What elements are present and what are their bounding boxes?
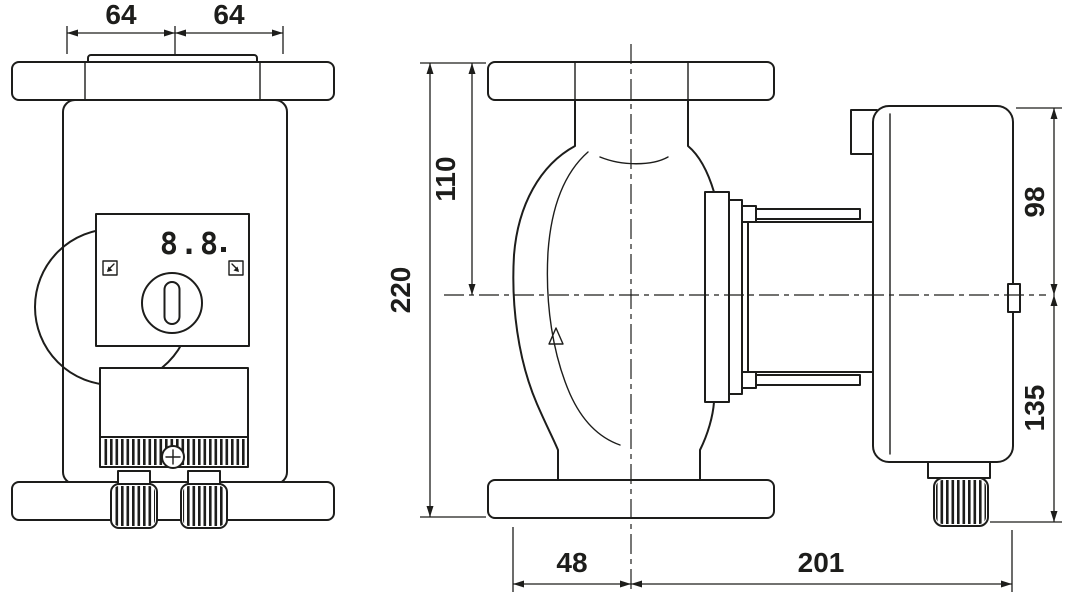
volute-right-outline bbox=[687, 99, 715, 481]
tie-bolt-head-top bbox=[741, 205, 757, 223]
cable-gland-left bbox=[110, 470, 158, 529]
tie-bolt-rod-bottom bbox=[755, 374, 861, 386]
motor-flange-plate bbox=[704, 191, 730, 403]
volute-inner-curve bbox=[546, 151, 621, 446]
terminal-box bbox=[99, 367, 249, 438]
dim-flange-left-label: 64 bbox=[105, 0, 137, 30]
dim-axis-to-front-label: 48 bbox=[556, 547, 587, 578]
side-view bbox=[487, 61, 1021, 527]
dim-axis-to-module-top-label: 98 bbox=[1019, 186, 1050, 217]
tie-bolt-head-bottom bbox=[741, 371, 757, 389]
tie-bolt-rod-top bbox=[755, 208, 861, 220]
dim-flange-right-label: 64 bbox=[213, 0, 245, 30]
dimension-labels: 64 64 220 110 98 135 48 201 bbox=[105, 0, 1050, 578]
volute-left-outline bbox=[512, 99, 576, 481]
button-arrow-right-icon bbox=[228, 260, 244, 276]
control-knob bbox=[141, 272, 203, 334]
led-display: 8.8 bbox=[160, 227, 226, 262]
button-arrow-left-icon bbox=[102, 260, 118, 276]
dim-axis-to-module-bottom-label: 135 bbox=[1019, 385, 1050, 432]
dim-axis-to-back-label: 201 bbox=[798, 547, 845, 578]
front-view: 8.8 bbox=[11, 54, 335, 529]
module-connector bbox=[927, 461, 991, 479]
dim-port-to-axis-label: 110 bbox=[430, 156, 461, 201]
cable-gland-right bbox=[180, 470, 228, 529]
motor-flange-plate-inner bbox=[728, 199, 743, 395]
dimension-lines bbox=[66, 26, 1062, 592]
module-housing bbox=[872, 105, 1014, 463]
display-value: 8.8 bbox=[160, 227, 220, 262]
screw-icon bbox=[161, 445, 185, 469]
module-side-notch bbox=[1007, 283, 1021, 313]
motor-body bbox=[747, 221, 874, 373]
dim-total-height-label: 220 bbox=[385, 267, 416, 314]
display-dot bbox=[221, 247, 226, 252]
volute-top-curve bbox=[599, 156, 669, 165]
top-flange-bar bbox=[11, 61, 335, 101]
vent-triangle-icon bbox=[548, 327, 564, 345]
bottom-flange-bar bbox=[11, 481, 335, 521]
cable-gland-side bbox=[933, 477, 989, 527]
control-module: 8.8 bbox=[95, 213, 250, 347]
